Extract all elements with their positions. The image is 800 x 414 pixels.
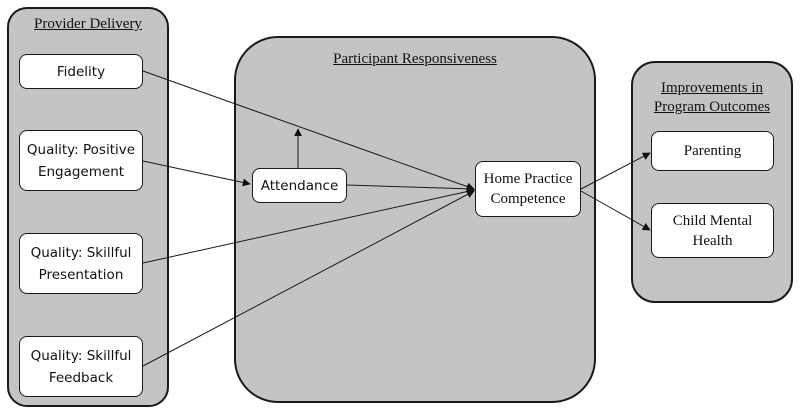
home-practice-competence-box: Home Practice Competence bbox=[475, 161, 581, 217]
improvements-title-line2: Program Outcomes bbox=[653, 99, 771, 115]
provider-delivery-title: Provider Delivery bbox=[34, 16, 142, 32]
fidelity-label: Fidelity bbox=[56, 63, 106, 80]
attendance-box: Attendance bbox=[252, 168, 347, 203]
participant-responsiveness-group: Participant Responsiveness bbox=[234, 36, 596, 403]
quality-positive-engagement-line1: Quality: Positive bbox=[26, 141, 136, 158]
fidelity-box: Fidelity bbox=[19, 54, 143, 89]
quality-skillful-feedback-line1: Quality: Skillful bbox=[30, 347, 132, 364]
improvements-group: Improvements in Program Outcomes bbox=[631, 61, 793, 303]
participant-responsiveness-title: Participant Responsiveness bbox=[333, 51, 497, 67]
parenting-box: Parenting bbox=[651, 131, 774, 171]
quality-positive-engagement-box: Quality: Positive Engagement bbox=[19, 130, 143, 191]
child-mental-health-line1: Child Mental bbox=[672, 212, 753, 229]
home-practice-competence-line2: Competence bbox=[490, 191, 566, 207]
quality-skillful-presentation-box: Quality: Skillful Presentation bbox=[19, 233, 143, 294]
quality-skillful-presentation-line1: Quality: Skillful bbox=[30, 244, 132, 261]
improvements-title-line1: Improvements in bbox=[660, 80, 764, 96]
child-mental-health-box: Child Mental Health bbox=[651, 203, 774, 258]
child-mental-health-line2: Health bbox=[692, 232, 733, 249]
quality-skillful-feedback-box: Quality: Skillful Feedback bbox=[19, 336, 143, 397]
quality-skillful-presentation-line2: Presentation bbox=[38, 266, 124, 283]
quality-positive-engagement-line2: Engagement bbox=[37, 163, 125, 180]
attendance-label: Attendance bbox=[260, 177, 339, 194]
quality-skillful-feedback-line2: Feedback bbox=[48, 369, 114, 386]
parenting-label: Parenting bbox=[683, 143, 742, 159]
home-practice-competence-line1: Home Practice bbox=[483, 171, 573, 187]
